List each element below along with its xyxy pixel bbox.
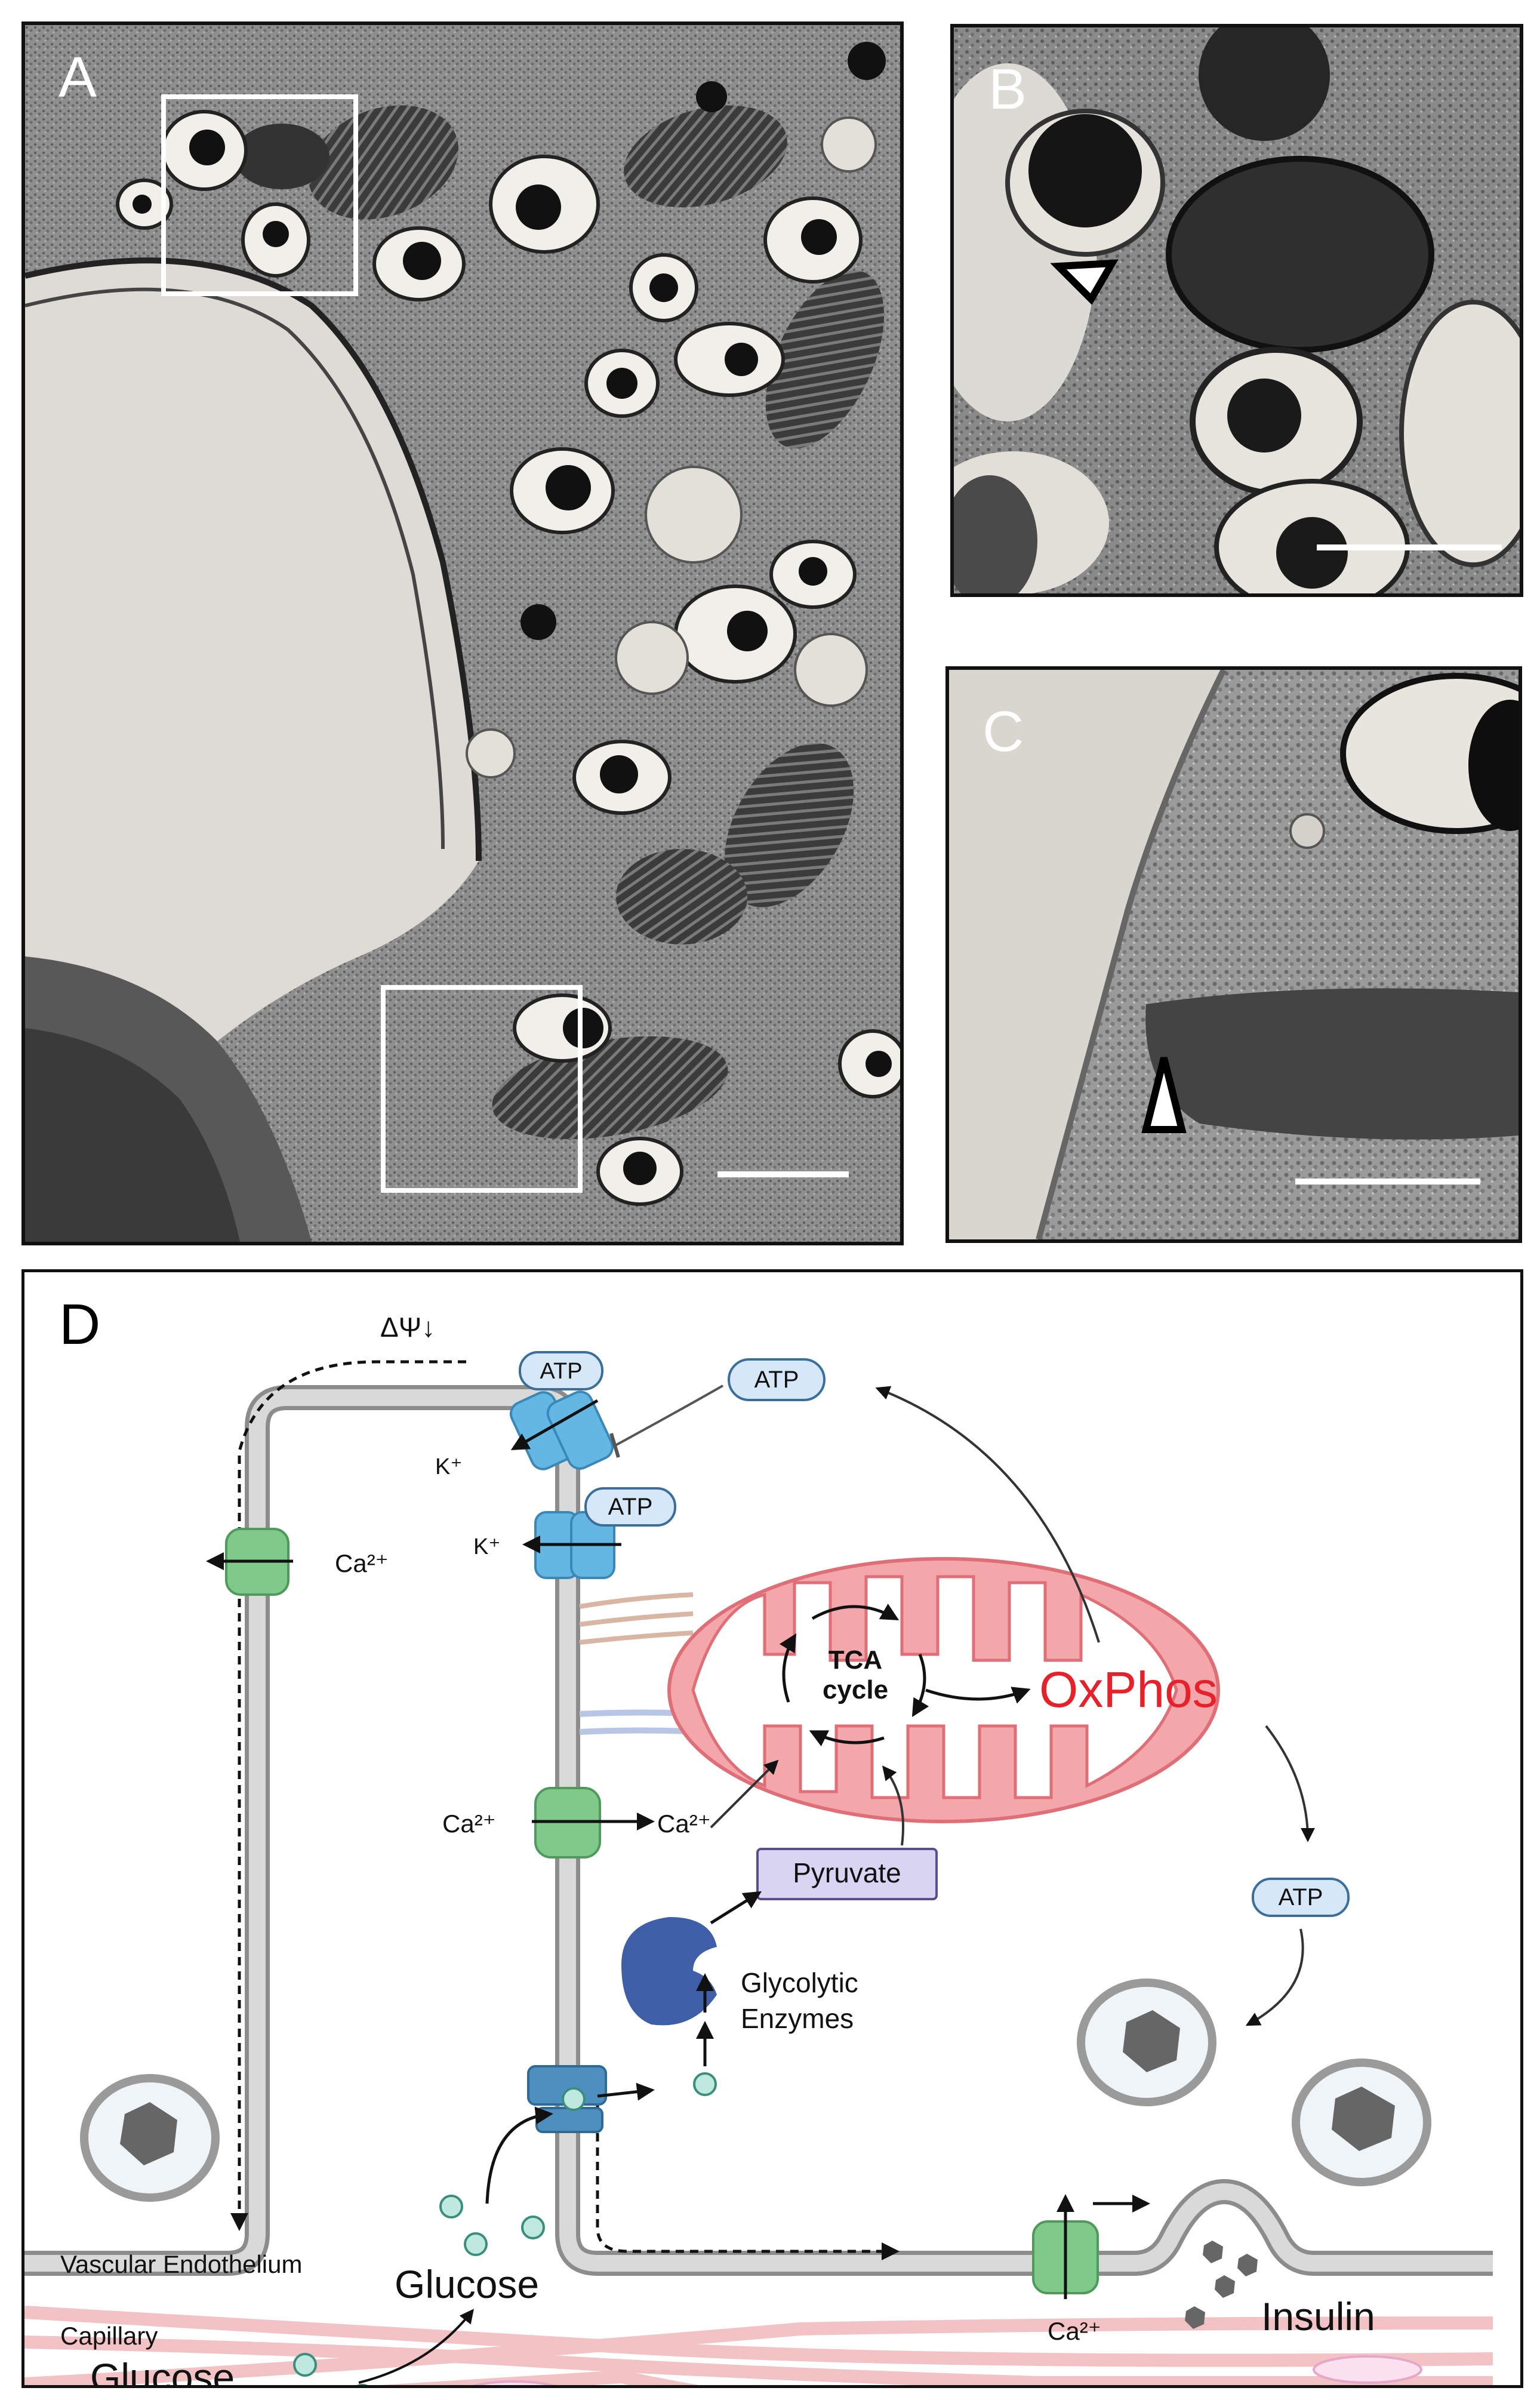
insulin-granule-right-2 bbox=[1292, 2059, 1431, 2186]
k-plus-label-2: K⁺ bbox=[473, 1534, 500, 1559]
tca-label-line1: TCA bbox=[828, 1645, 882, 1675]
insulin-granule-right-1 bbox=[1077, 1979, 1216, 2106]
depolarization-dashed-arrow-2 bbox=[596, 2090, 900, 2260]
atp-label-granule: ATP bbox=[1279, 1884, 1323, 1910]
panel-label-a: A bbox=[58, 45, 97, 109]
katp-channel-1 bbox=[509, 1390, 614, 1470]
micrograph-a-image bbox=[25, 25, 900, 1242]
micrograph-panel-b: B bbox=[950, 24, 1523, 597]
insulin-granule-left bbox=[80, 2074, 220, 2202]
calcium-channel-bottom bbox=[1032, 2194, 1150, 2299]
calcium-label-in-left: Ca²⁺ bbox=[442, 1810, 496, 1838]
calcium-channel-left bbox=[206, 1528, 293, 1596]
tca-cycle-arrows bbox=[779, 1604, 1031, 1747]
vascular-endothelium-label: Vascular Endothelium bbox=[60, 2250, 302, 2278]
depolarization-dashed-arrow bbox=[230, 1360, 466, 2231]
oxphos-label: OxPhos bbox=[1039, 1661, 1218, 1718]
panel-label-d: D bbox=[59, 1293, 101, 1356]
pyruvate-label: Pyruvate bbox=[793, 1857, 901, 1888]
delta-psi-label: ΔΨ↓ bbox=[380, 1312, 435, 1343]
micrograph-panel-a: A bbox=[21, 21, 904, 1245]
micrograph-panel-c: C bbox=[945, 666, 1522, 1243]
calcium-label-bottom: Ca²⁺ bbox=[1048, 2317, 1101, 2345]
calcium-label-left: Ca²⁺ bbox=[335, 1549, 389, 1577]
atp-output-arrow bbox=[875, 1386, 1100, 1643]
insulin-label: Insulin bbox=[1261, 2294, 1375, 2339]
tca-label-line2: cycle bbox=[823, 1675, 888, 1704]
panel-label-c: C bbox=[982, 700, 1024, 764]
beta-cell-schematic: ΔΨ↓ ATP K⁺ ATP ATP K⁺ Ca²⁺ bbox=[24, 1312, 1493, 2385]
insulin-molecules bbox=[1185, 2241, 1258, 2329]
atp-label-inhibition: ATP bbox=[754, 1367, 799, 1393]
micrograph-c-image bbox=[949, 670, 1519, 1239]
calcium-label-in-right: Ca²⁺ bbox=[657, 1810, 711, 1838]
micrograph-b-image bbox=[954, 27, 1520, 593]
actin-fibers bbox=[579, 1592, 694, 1645]
pyruvate-box bbox=[756, 1848, 938, 1900]
glycolytic-label-line1: Glycolytic bbox=[741, 1967, 858, 1998]
atp-label-channel-2: ATP bbox=[608, 1494, 653, 1520]
scale-bar-a bbox=[717, 1171, 849, 1177]
zoom-box-c bbox=[381, 985, 583, 1193]
arrowhead-marker-b bbox=[1050, 259, 1119, 305]
arrowhead-marker-c bbox=[1141, 1057, 1187, 1133]
plasma-membrane bbox=[24, 1385, 1493, 2276]
scale-bar-b bbox=[1317, 544, 1502, 550]
glucose-label-bottom: Glucose bbox=[90, 2355, 235, 2385]
capillary-label: Capillary bbox=[60, 2322, 158, 2350]
glucose-label-top: Glucose bbox=[395, 2262, 539, 2306]
glut-transporter bbox=[485, 2065, 655, 2204]
panel-label-b: B bbox=[988, 57, 1027, 121]
zoom-box-b bbox=[161, 94, 358, 296]
glucose-molecules bbox=[293, 2195, 545, 2385]
glycolytic-enzyme bbox=[621, 1891, 762, 2096]
schematic-panel-d: ΔΨ↓ ATP K⁺ ATP ATP K⁺ Ca²⁺ bbox=[21, 1269, 1523, 2388]
katp-channel-2 bbox=[522, 1511, 621, 1579]
scale-bar-c bbox=[1295, 1179, 1480, 1184]
k-plus-label-1: K⁺ bbox=[435, 1454, 462, 1479]
atp-label-channel: ATP bbox=[540, 1359, 582, 1384]
capillary-vessel bbox=[24, 2306, 1493, 2385]
glycolytic-label-line2: Enzymes bbox=[741, 2003, 854, 2034]
calcium-channel-middle bbox=[532, 1787, 655, 1859]
